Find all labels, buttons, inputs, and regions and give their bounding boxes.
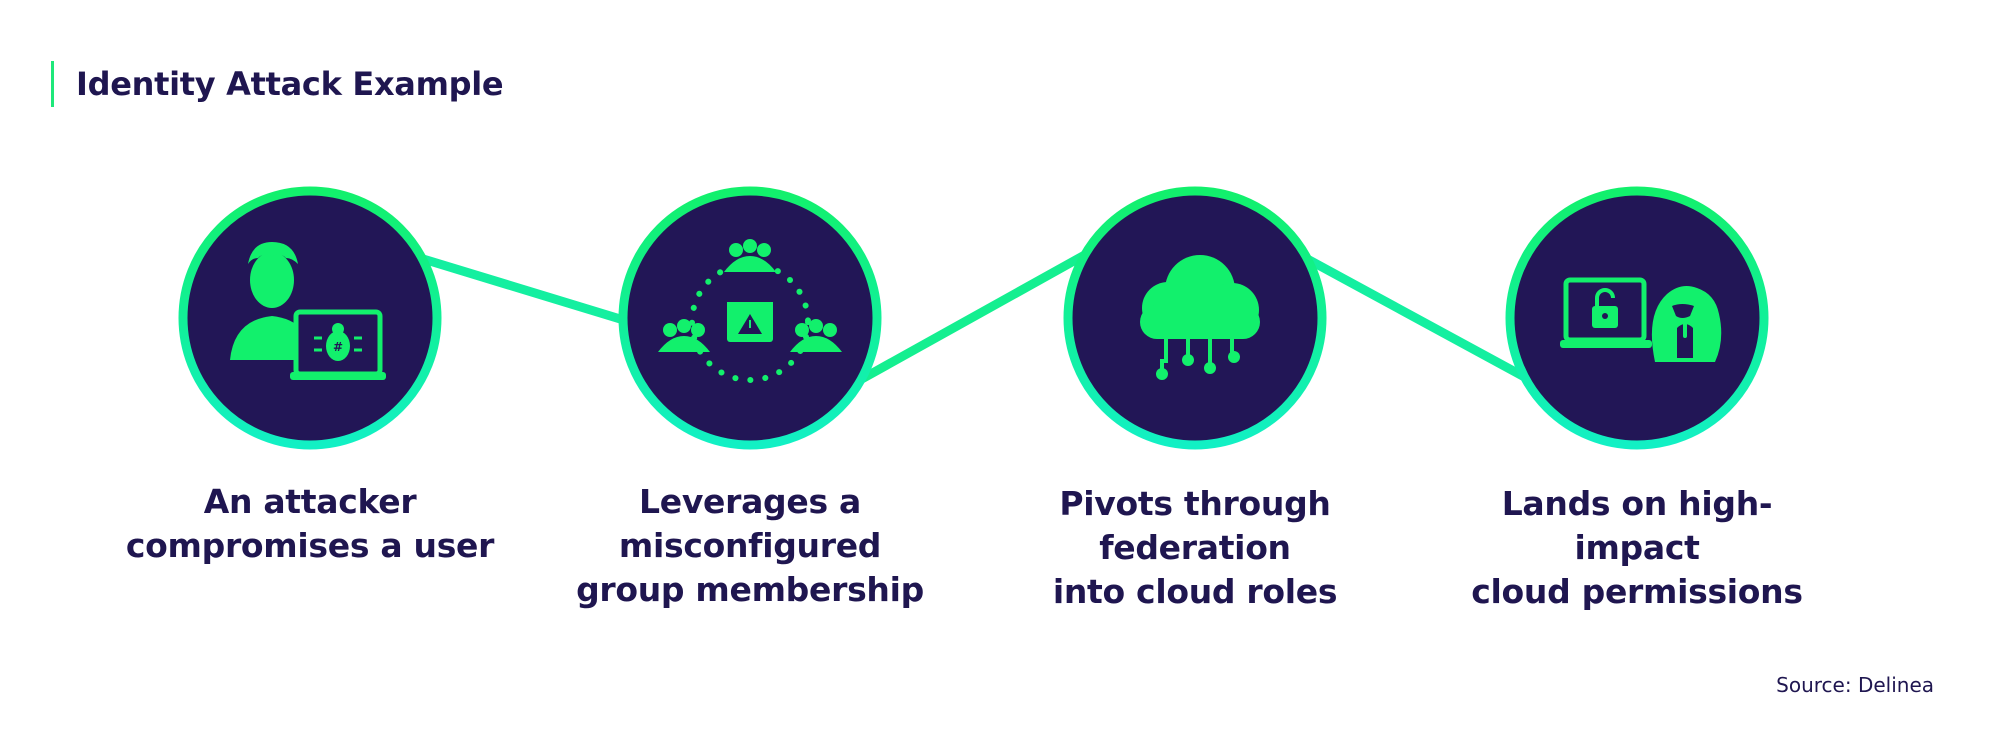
connector-3-4 [1295,250,1535,385]
step-2-label: Leverages a misconfigured group membersh… [576,482,924,609]
connector-2-3 [855,247,1095,385]
unlocked-laptop-hacker-icon [1560,277,1722,362]
step-4-label: Lands on high-impact cloud permissions [1471,484,1803,611]
cloud-network-icon [1140,255,1260,380]
title-block: Identity Attack Example [51,61,504,107]
step-1-node: # [178,186,442,450]
svg-text:#: # [333,340,343,354]
attacker-laptop-icon: # [230,242,386,380]
step-3-node [1063,186,1327,450]
step-1-label: An attacker compromises a user [125,482,495,565]
step-2-node [618,186,882,450]
step-4-node [1505,186,1769,450]
source-credit: Source: Delinea [1776,673,1934,697]
connector-1-2 [405,250,645,330]
page-title: Identity Attack Example [76,65,504,103]
step-3-label: Pivots through federation into cloud rol… [1052,484,1338,611]
group-warning-icon [658,239,842,383]
